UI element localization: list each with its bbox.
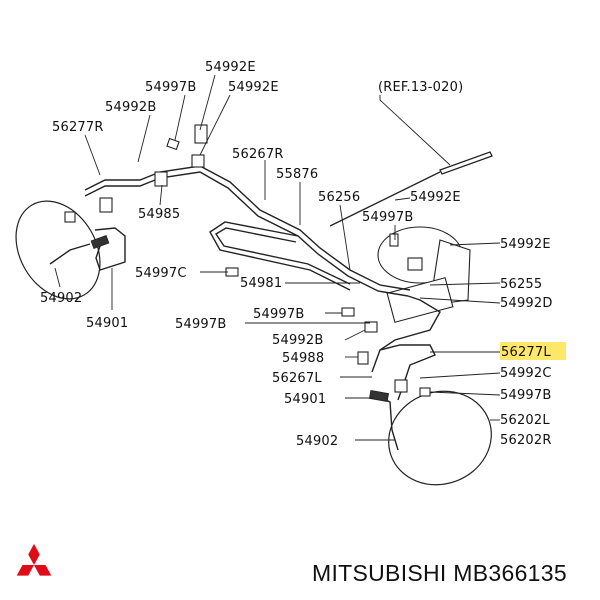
right-hose-clamp <box>368 390 390 402</box>
clip-54988 <box>357 351 369 365</box>
label-54981: 54981 <box>240 276 282 291</box>
leader-54997B-top <box>174 94 186 141</box>
clip-54992B-l2 <box>364 321 378 333</box>
label-54992D: 54992D <box>500 296 553 311</box>
leader-54992B-top <box>137 114 151 163</box>
highlight-56277L <box>500 342 566 360</box>
tube-main-1 <box>84 165 411 291</box>
left-fitting <box>64 211 76 223</box>
label-55876: 55876 <box>276 167 318 182</box>
bolt-54997B-l2 <box>341 307 355 317</box>
brand-part-number: MITSUBISHI MB366135 <box>312 560 567 586</box>
leader-56255 <box>429 282 501 286</box>
clip-54992E-mid <box>191 154 205 168</box>
label-56277L: 56277L <box>501 345 551 360</box>
label-54992E-right: 54992E <box>410 190 461 205</box>
label-54992E-mid: 54992E <box>228 80 279 95</box>
left-hose-2 <box>49 243 91 265</box>
label-56255: 56255 <box>500 277 542 292</box>
label-54992B-top: 54992B <box>105 100 156 115</box>
label-54992B-l2: 54992B <box>272 333 323 348</box>
bolt-54997B-r3 <box>419 387 431 397</box>
clip-54992E-r2 <box>407 257 423 271</box>
tube-loop-2 <box>215 227 351 285</box>
label-54992C: 54992C <box>500 366 552 381</box>
label-54901-right: 54901 <box>284 392 326 407</box>
leader-54992E-mid <box>199 94 231 156</box>
leader-ref <box>379 95 451 166</box>
label-54997B-r3: 54997B <box>500 388 551 403</box>
label-ref: (REF.13-020) <box>378 80 463 95</box>
leader-54992C <box>419 372 501 379</box>
left-brake-disc <box>15 200 101 300</box>
tube-main-2 <box>84 171 409 297</box>
label-54997B-top: 54997B <box>145 80 196 95</box>
frame-rail-ext <box>329 171 441 227</box>
label-56202R: 56202R <box>500 433 552 448</box>
leader-54902-left <box>54 267 61 288</box>
tube-loop <box>209 221 351 291</box>
leader-54992B-l2 <box>344 329 366 341</box>
label-56267R: 56267R <box>232 147 284 162</box>
label-56267L: 56267L <box>272 371 322 386</box>
label-54992E-r2: 54992E <box>500 237 551 252</box>
left-hose <box>94 227 126 271</box>
leader-54985 <box>159 184 163 206</box>
label-54902-right: 54902 <box>296 434 338 449</box>
leader-56256 <box>339 204 351 271</box>
label-54985: 54985 <box>138 207 180 222</box>
bolt-54997B-mid <box>389 233 399 247</box>
label-54992E-top: 54992E <box>205 60 256 75</box>
right-hose <box>374 394 399 451</box>
right-fitting <box>394 379 408 393</box>
label-54997B-mid: 54997B <box>362 210 413 225</box>
leader-54997B-r3 <box>429 391 501 396</box>
label-54997C: 54997C <box>135 266 187 281</box>
label-54988: 54988 <box>282 351 324 366</box>
leader-56277R <box>84 134 101 176</box>
leader-54992E-r2 <box>449 242 501 246</box>
label-54901-left: 54901 <box>86 316 128 331</box>
label-54997B-l2: 54997B <box>253 307 304 322</box>
label-56256: 56256 <box>318 190 360 205</box>
label-56202L: 56202L <box>500 413 550 428</box>
leader-54992D <box>419 297 501 304</box>
label-54997B-l3: 54997B <box>175 317 226 332</box>
mitsubishi-logo-icon <box>16 543 52 576</box>
label-54902-left: 54902 <box>40 291 82 306</box>
clip-54985 <box>154 171 168 187</box>
frame-rail <box>439 151 493 175</box>
leader-54992E-top <box>199 74 216 131</box>
left-bracket <box>99 197 113 213</box>
bolt-54997B-top <box>166 137 180 151</box>
leader-54992E-right <box>394 197 411 201</box>
label-56277R: 56277R <box>52 120 104 135</box>
left-hose-clamp <box>90 234 110 250</box>
